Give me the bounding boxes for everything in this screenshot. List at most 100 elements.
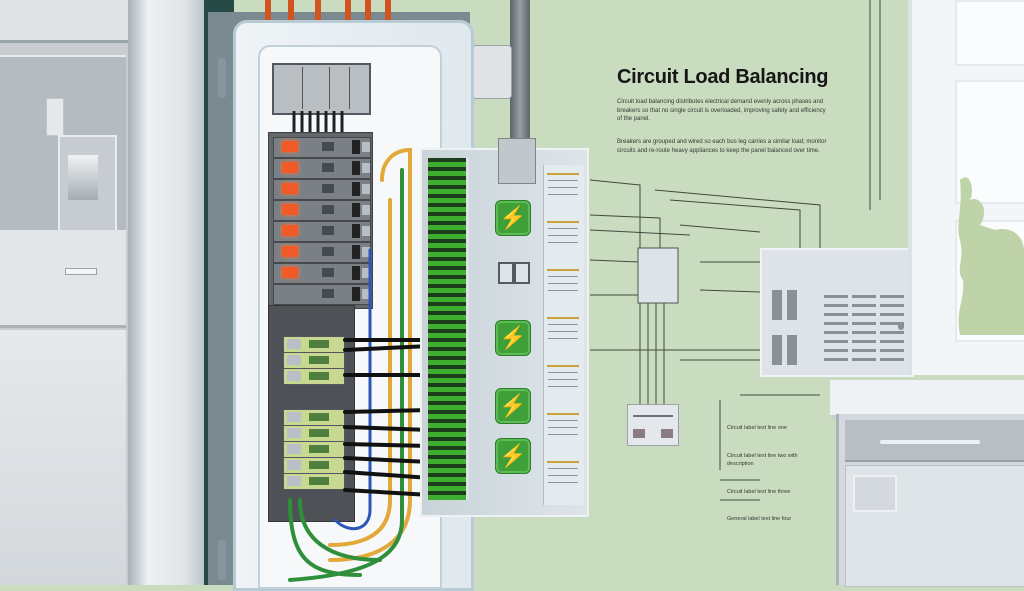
breaker-tab <box>362 142 370 152</box>
breaker[interactable] <box>273 158 371 179</box>
green-breaker[interactable] <box>283 473 345 490</box>
breaker[interactable] <box>273 179 371 200</box>
breaker-window <box>322 142 334 151</box>
vent-slat <box>880 322 904 325</box>
breaker[interactable] <box>273 284 371 305</box>
breaker-window <box>322 184 334 193</box>
black-wire <box>343 456 432 464</box>
green-breaker[interactable] <box>283 457 345 474</box>
appliance-drawer[interactable] <box>0 230 126 328</box>
orange-wire <box>328 198 392 547</box>
directory-line <box>548 482 578 483</box>
green-wire <box>298 498 382 562</box>
vent-slat <box>880 358 904 361</box>
directory-line <box>548 276 578 277</box>
conduit-junction <box>498 138 536 184</box>
breaker[interactable] <box>273 221 371 242</box>
breaker-switch[interactable] <box>352 245 360 259</box>
directory-entry <box>547 269 579 271</box>
vent-grille <box>787 335 797 365</box>
breaker-switch[interactable] <box>352 203 360 217</box>
vent-slat <box>880 340 904 343</box>
copper-wire <box>288 0 294 24</box>
black-wire <box>343 470 432 480</box>
directory-line <box>548 434 578 435</box>
breaker[interactable] <box>273 263 371 284</box>
schematic-label: Circuit label text line three <box>727 489 791 495</box>
vent-slat <box>852 340 876 343</box>
cabinet-vent <box>853 475 897 512</box>
breaker-window <box>322 163 334 172</box>
vent-slat <box>852 295 876 298</box>
vent-slat <box>852 304 876 307</box>
sub-panel <box>627 404 679 446</box>
copper-wire <box>315 0 321 30</box>
directory-entry <box>547 173 579 175</box>
vent-slat <box>852 349 876 352</box>
meter-readouts <box>498 262 530 284</box>
breaker-tab <box>362 184 370 194</box>
black-wire <box>343 344 432 352</box>
indicator-light-icon <box>282 225 298 236</box>
vent-slat <box>824 295 848 298</box>
air-conditioner-unit <box>760 248 914 377</box>
vent-slat <box>880 295 904 298</box>
directory-line <box>548 372 578 373</box>
breaker-switch[interactable] <box>352 287 360 301</box>
breaker-switch[interactable] <box>352 266 360 280</box>
vent-slat <box>852 358 876 361</box>
directory-line <box>548 283 578 284</box>
copper-wire <box>265 0 271 22</box>
directory-entry <box>547 221 579 223</box>
cabinet-handle[interactable] <box>880 440 980 444</box>
drawer-handle[interactable] <box>65 268 97 275</box>
ac-knob[interactable] <box>898 322 904 330</box>
lightning-icon: ⚡ <box>495 200 531 236</box>
meter-icon <box>514 262 530 284</box>
directory-entry <box>547 317 579 319</box>
vent-slat <box>824 331 848 334</box>
breaker-switch[interactable] <box>352 161 360 175</box>
schematic-junction <box>637 247 679 304</box>
breaker[interactable] <box>273 200 371 221</box>
black-wire <box>343 408 432 414</box>
directory-line <box>548 427 578 428</box>
breaker-switch[interactable] <box>352 224 360 238</box>
breaker-window <box>322 205 334 214</box>
breaker[interactable] <box>273 137 371 158</box>
directory-line <box>548 235 578 236</box>
conduit-pipe <box>510 0 530 140</box>
directory-line <box>548 194 578 195</box>
directory-line <box>548 379 578 380</box>
directory-line <box>548 228 578 229</box>
description-paragraph: Circuit load balancing distributes elect… <box>617 99 826 122</box>
door-frame <box>128 0 208 585</box>
breaker-tab <box>362 247 370 257</box>
breaker-switch[interactable] <box>352 140 360 154</box>
directory-line <box>548 338 578 339</box>
vent-slat <box>824 358 848 361</box>
description-paragraph: Breakers are grouped and wired so each b… <box>617 139 827 154</box>
indicator-light-icon <box>282 204 298 215</box>
breaker-tab <box>362 226 370 236</box>
directory-line <box>548 290 578 291</box>
meter-icon <box>498 262 514 284</box>
breaker-tab <box>362 163 370 173</box>
circuit-directory <box>543 165 584 505</box>
vent-slat <box>852 313 876 316</box>
indicator-light-icon <box>282 267 298 278</box>
main-breaker-module[interactable] <box>272 63 371 115</box>
breaker-switch[interactable] <box>352 182 360 196</box>
vent-slat <box>852 322 876 325</box>
breaker-window <box>322 289 334 298</box>
directory-entry <box>547 461 579 463</box>
directory-entry <box>547 413 579 415</box>
appliance-lower-door <box>0 330 126 585</box>
appliance-top-panel <box>0 0 128 43</box>
breaker-tab <box>362 289 370 299</box>
hinge-icon <box>218 58 226 98</box>
directory-line <box>548 331 578 332</box>
breaker-stack <box>268 132 373 309</box>
indicator-light-icon <box>282 246 298 257</box>
